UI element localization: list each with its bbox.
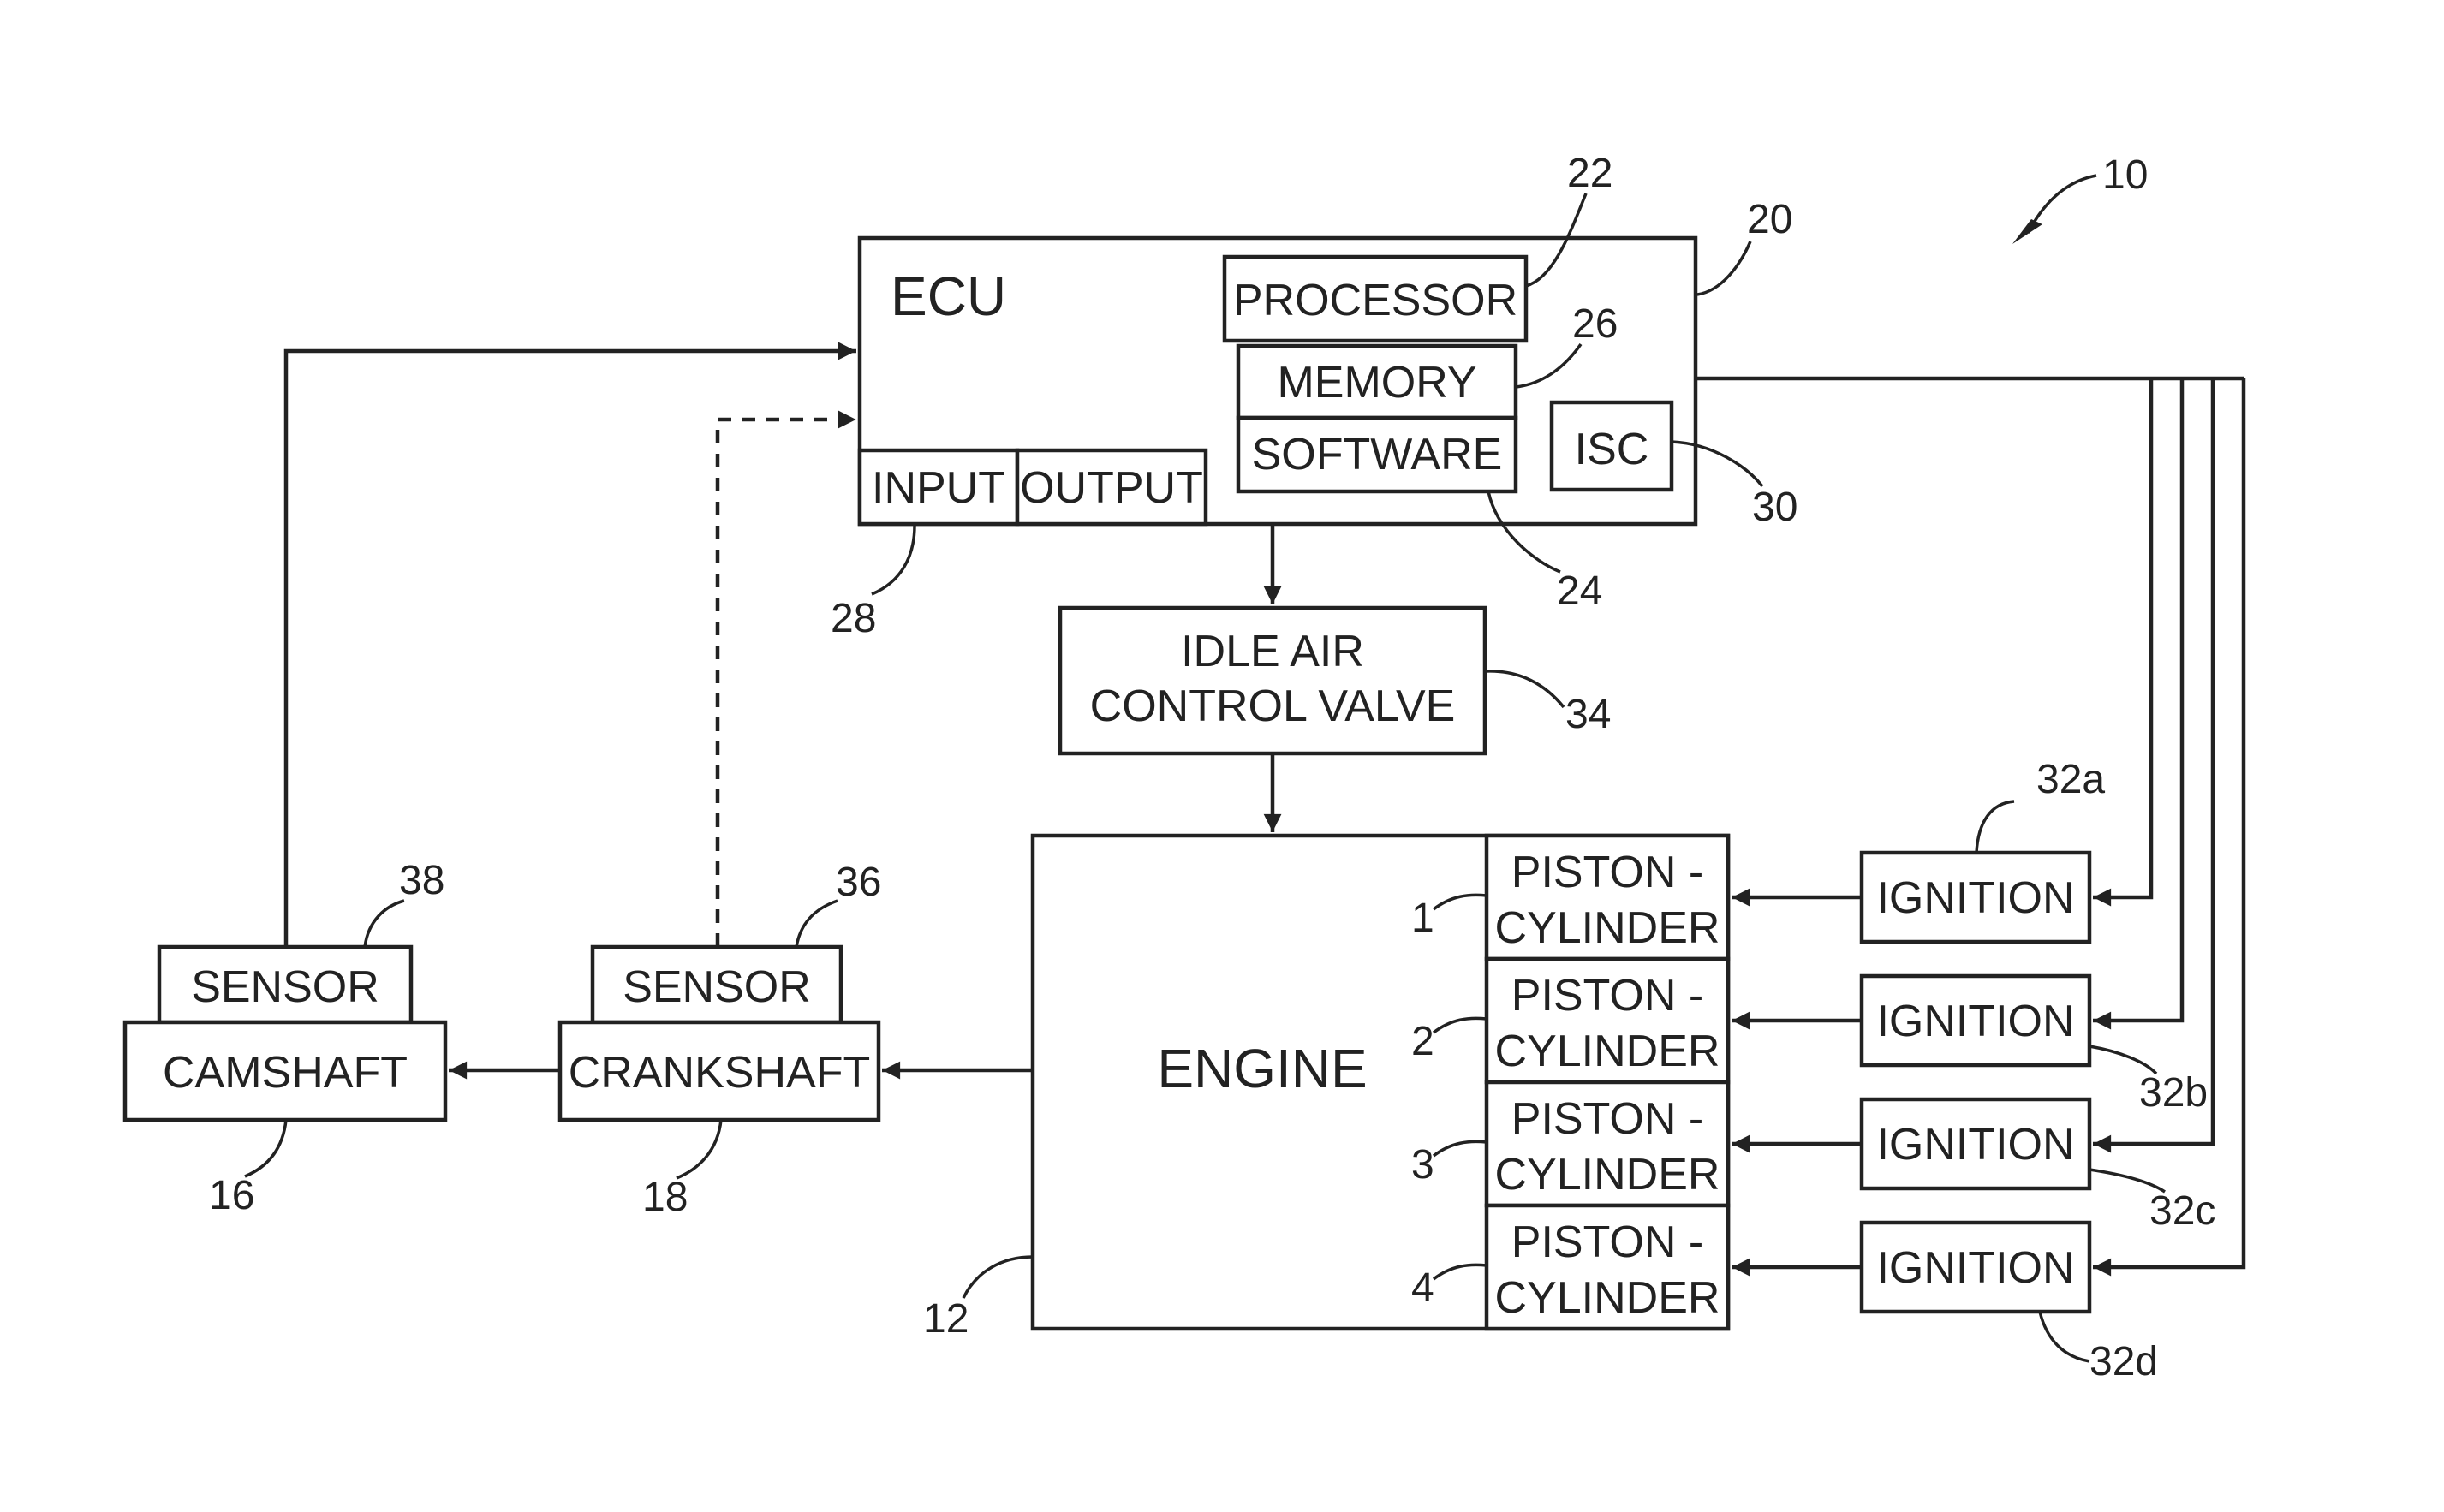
crank-sensor-leader — [796, 901, 838, 947]
cylinder-number: 1 — [1411, 896, 1434, 941]
memory-ref: 26 — [1572, 301, 1618, 347]
piston-cylinder-line1: PISTON - — [1511, 1217, 1703, 1267]
ecu-ref: 20 — [1747, 197, 1792, 242]
ecu-leader — [1697, 241, 1750, 295]
software-label: SOFTWARE — [1252, 430, 1503, 479]
idle-air-valve-line2: CONTROL VALVE — [1090, 682, 1456, 731]
piston-cylinder-line2: CYLINDER — [1495, 1027, 1720, 1076]
idle-air-valve-line1: IDLE AIR — [1181, 627, 1364, 676]
crankshaft-leader — [677, 1120, 721, 1178]
cylinder-number: 3 — [1411, 1142, 1434, 1188]
piston-cylinder-line1: PISTON - — [1511, 971, 1703, 1021]
processor-ref: 22 — [1567, 151, 1612, 196]
cylinder-number: 4 — [1411, 1265, 1434, 1311]
ignition-ref-c: 32c — [2149, 1188, 2215, 1234]
ignition-ref-d: 32d — [2089, 1339, 2158, 1384]
ignition-label: IGNITION — [1876, 873, 2074, 923]
software-ref: 24 — [1557, 568, 1602, 614]
ignition-ref-b: 32b — [2139, 1070, 2208, 1116]
processor-label: PROCESSOR — [1233, 276, 1517, 325]
ignition-0: IGNITION — [1862, 853, 2089, 942]
cylinder-number: 2 — [1411, 1019, 1434, 1064]
cam-sensor-label: SENSOR — [191, 962, 379, 1012]
input-label: INPUT — [872, 463, 1005, 513]
piston-cylinder-line1: PISTON - — [1511, 848, 1703, 897]
camshaft-label: CAMSHAFT — [163, 1048, 408, 1098]
piston-cylinder-line1: PISTON - — [1511, 1094, 1703, 1144]
ignition-3: IGNITION — [1862, 1223, 2089, 1312]
figure-ref-label: 10 — [2102, 152, 2148, 198]
ignition-label: IGNITION — [1876, 1243, 2074, 1293]
bus-to-ignition-a — [2093, 378, 2151, 897]
ignition-ref-a-leader — [1976, 801, 2014, 853]
bus-to-ignition-b — [2093, 378, 2182, 1021]
ignition-label: IGNITION — [1876, 1120, 2074, 1170]
cam-sensor-ref: 38 — [399, 858, 444, 903]
crank-sensor-ref: 36 — [836, 860, 881, 905]
ecu-title: ECU — [891, 265, 1006, 327]
engine-label: ENGINE — [1157, 1038, 1367, 1099]
output-label: OUTPUT — [1020, 463, 1203, 513]
ignition-1: IGNITION — [1862, 976, 2089, 1065]
ecu-block: ECU PROCESSOR MEMORY SOFTWARE ISC INPUT … — [860, 238, 1696, 524]
idle-air-valve-ref: 34 — [1565, 692, 1611, 737]
bus-to-ignition-d — [2093, 378, 2244, 1267]
idle-air-valve-leader — [1485, 671, 1564, 707]
isc-label: ISC — [1575, 425, 1649, 474]
camshaft-leader — [245, 1120, 286, 1176]
cam-sensor-to-ecu-line — [286, 351, 856, 947]
engine-leader — [963, 1257, 1033, 1298]
isc-ref: 30 — [1752, 485, 1797, 530]
ignition-label: IGNITION — [1876, 997, 2074, 1046]
crank-sensor-label: SENSOR — [623, 962, 811, 1012]
io-ref: 28 — [831, 596, 876, 641]
figure-ref-10: 10 — [2012, 152, 2148, 244]
crankshaft-ref: 18 — [642, 1175, 688, 1220]
piston-cylinder-line2: CYLINDER — [1495, 1273, 1720, 1323]
engine-ref: 12 — [923, 1296, 969, 1342]
ignition-ref-d-leader — [2040, 1312, 2089, 1361]
crankshaft-label: CRANKSHAFT — [569, 1048, 870, 1098]
ignition-ref-a: 32a — [2036, 757, 2105, 802]
crankshaft-assembly: SENSOR CRANKSHAFT 36 18 — [560, 860, 881, 1220]
io-leader — [872, 526, 915, 594]
cam-sensor-leader — [365, 901, 404, 947]
ignition-2: IGNITION — [1862, 1099, 2089, 1188]
camshaft-ref: 16 — [209, 1173, 254, 1218]
memory-label: MEMORY — [1277, 358, 1476, 408]
figure-ref-arrowhead — [2012, 219, 2042, 244]
piston-cylinder-line2: CYLINDER — [1495, 1150, 1720, 1199]
piston-cylinder-line2: CYLINDER — [1495, 903, 1720, 953]
idle-air-control-valve: IDLE AIR CONTROL VALVE 34 — [1060, 608, 1611, 753]
